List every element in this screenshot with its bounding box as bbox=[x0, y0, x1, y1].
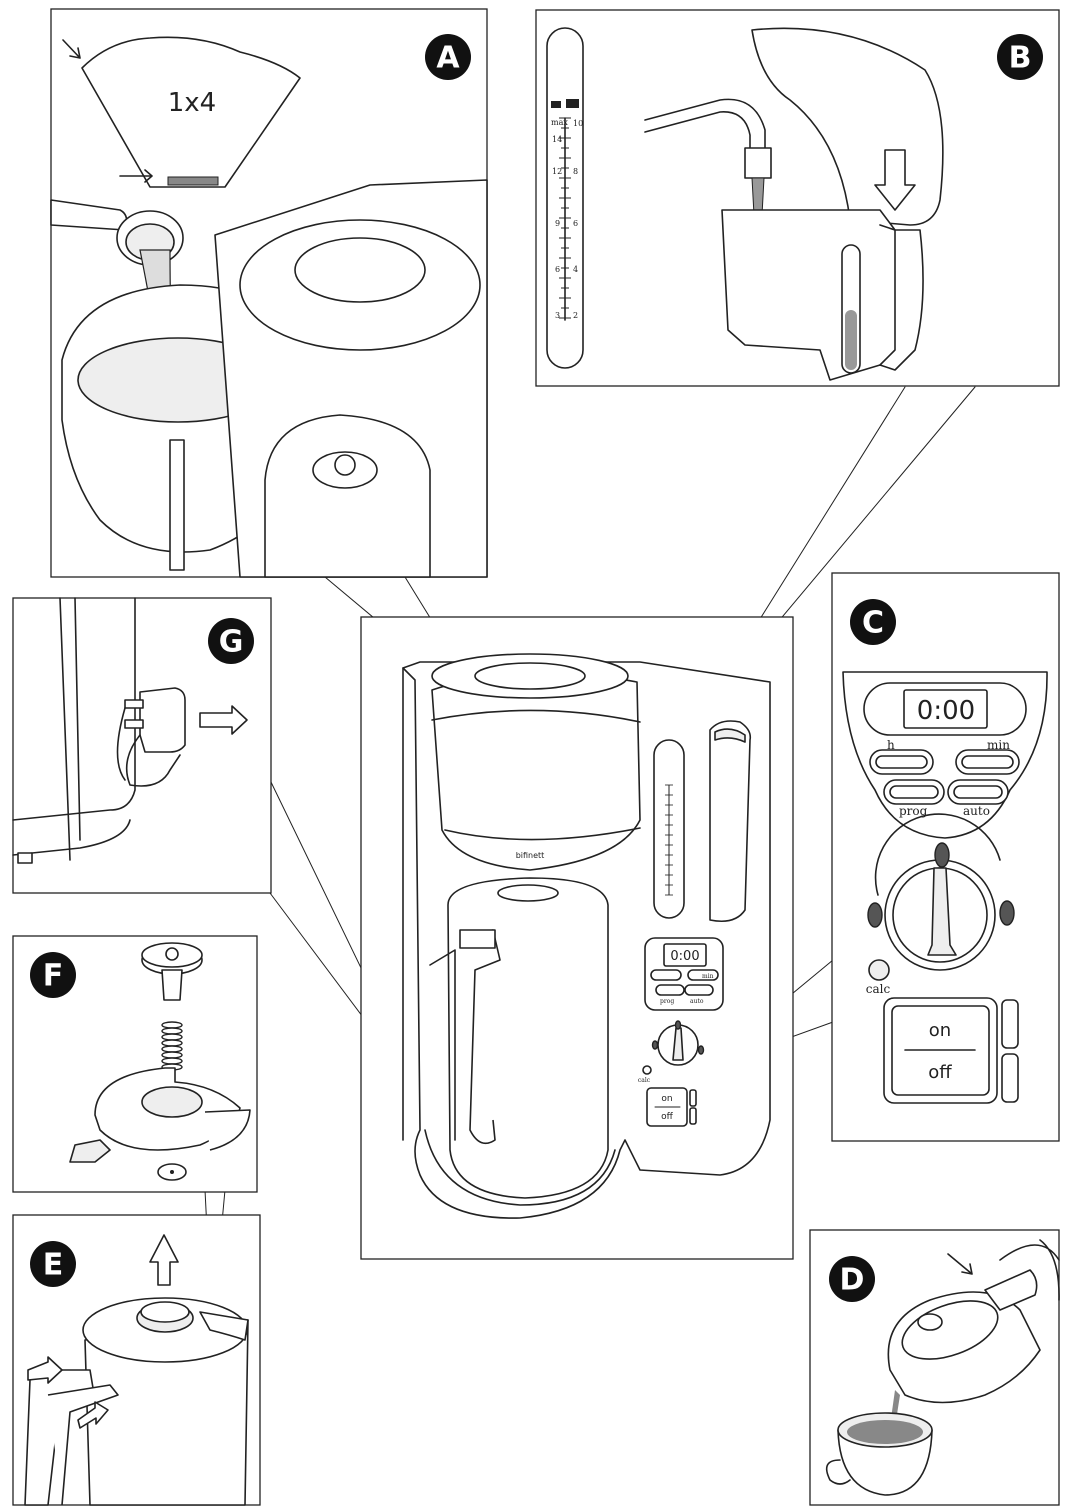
badge-f bbox=[30, 952, 76, 998]
svg-text:calc: calc bbox=[638, 1077, 651, 1084]
badge-e bbox=[30, 1241, 76, 1287]
svg-text:D: D bbox=[840, 1263, 865, 1298]
panel-f: F bbox=[12, 935, 258, 1193]
svg-text:4: 4 bbox=[573, 265, 578, 274]
svg-text:12: 12 bbox=[552, 167, 562, 176]
calc-indicator-light bbox=[868, 959, 890, 981]
bean-icon-strong bbox=[999, 900, 1015, 926]
svg-text:G: G bbox=[219, 625, 244, 660]
panel-e: E bbox=[12, 1214, 261, 1506]
clock-display bbox=[903, 689, 988, 729]
svg-text:min: min bbox=[702, 973, 714, 980]
spring-coil bbox=[161, 1039, 183, 1047]
badge-c bbox=[850, 599, 896, 645]
badge-a bbox=[425, 34, 471, 80]
hour-button-label: h bbox=[887, 738, 895, 752]
brand-logo: bifinett bbox=[516, 851, 545, 860]
svg-text:max: max bbox=[551, 118, 568, 127]
panel-b: max 14 12 9 6 3 10 8 6 4 2 B bbox=[535, 9, 1060, 387]
svg-text:auto: auto bbox=[690, 998, 704, 1005]
svg-text:2: 2 bbox=[573, 311, 578, 320]
spring-coil bbox=[161, 1021, 183, 1029]
main-coffee-machine: bifinett 0:00 min prog auto calc on bbox=[360, 616, 794, 1260]
badge-d bbox=[829, 1256, 875, 1302]
svg-text:prog: prog bbox=[660, 998, 674, 1005]
prog-button-label: prog bbox=[899, 804, 928, 818]
switch-on-label: on bbox=[929, 1020, 951, 1041]
svg-text:14: 14 bbox=[552, 135, 562, 144]
spring-coil bbox=[161, 1033, 183, 1041]
svg-text:C: C bbox=[862, 606, 884, 641]
bean-icon-weak bbox=[867, 902, 883, 928]
machine-gauge-ticks bbox=[665, 784, 673, 896]
switch-off-label: off bbox=[928, 1062, 952, 1083]
svg-text:6: 6 bbox=[573, 219, 578, 228]
svg-text:on: on bbox=[661, 1094, 672, 1104]
panel-c: C 0:00 h min prog auto calc on of bbox=[831, 572, 1060, 1142]
svg-text:E: E bbox=[43, 1248, 64, 1283]
svg-text:10: 10 bbox=[573, 119, 583, 128]
svg-text:9: 9 bbox=[555, 219, 560, 228]
panel-g: G bbox=[12, 597, 272, 894]
auto-button-label: auto bbox=[963, 804, 990, 818]
spring-coil bbox=[161, 1027, 183, 1035]
panel-a: 1x4 A bbox=[50, 8, 488, 578]
svg-text:A: A bbox=[436, 41, 460, 76]
filter-size-label: 1x4 bbox=[168, 88, 216, 118]
filter-paper-illustration bbox=[81, 36, 301, 188]
panel-d: D bbox=[809, 1229, 1060, 1506]
spring-coil bbox=[161, 1057, 183, 1065]
spring-coil bbox=[161, 1045, 183, 1053]
minute-button-label: min bbox=[987, 738, 1010, 752]
svg-text:3: 3 bbox=[555, 311, 560, 320]
svg-text:F: F bbox=[43, 959, 64, 994]
calc-label: calc bbox=[866, 982, 891, 996]
spring-coil bbox=[161, 1051, 183, 1059]
svg-text:B: B bbox=[1009, 41, 1032, 76]
badge-b bbox=[997, 34, 1043, 80]
svg-text:off: off bbox=[661, 1112, 674, 1122]
gauge-ticks bbox=[559, 117, 571, 319]
bean-icon-medium bbox=[934, 842, 950, 868]
svg-text:6: 6 bbox=[555, 265, 560, 274]
clock-display-value: 0:00 bbox=[917, 696, 975, 726]
machine-display-value: 0:00 bbox=[670, 949, 699, 964]
badge-g bbox=[208, 618, 254, 664]
svg-text:8: 8 bbox=[573, 167, 578, 176]
spring-illustration bbox=[161, 1021, 183, 1071]
